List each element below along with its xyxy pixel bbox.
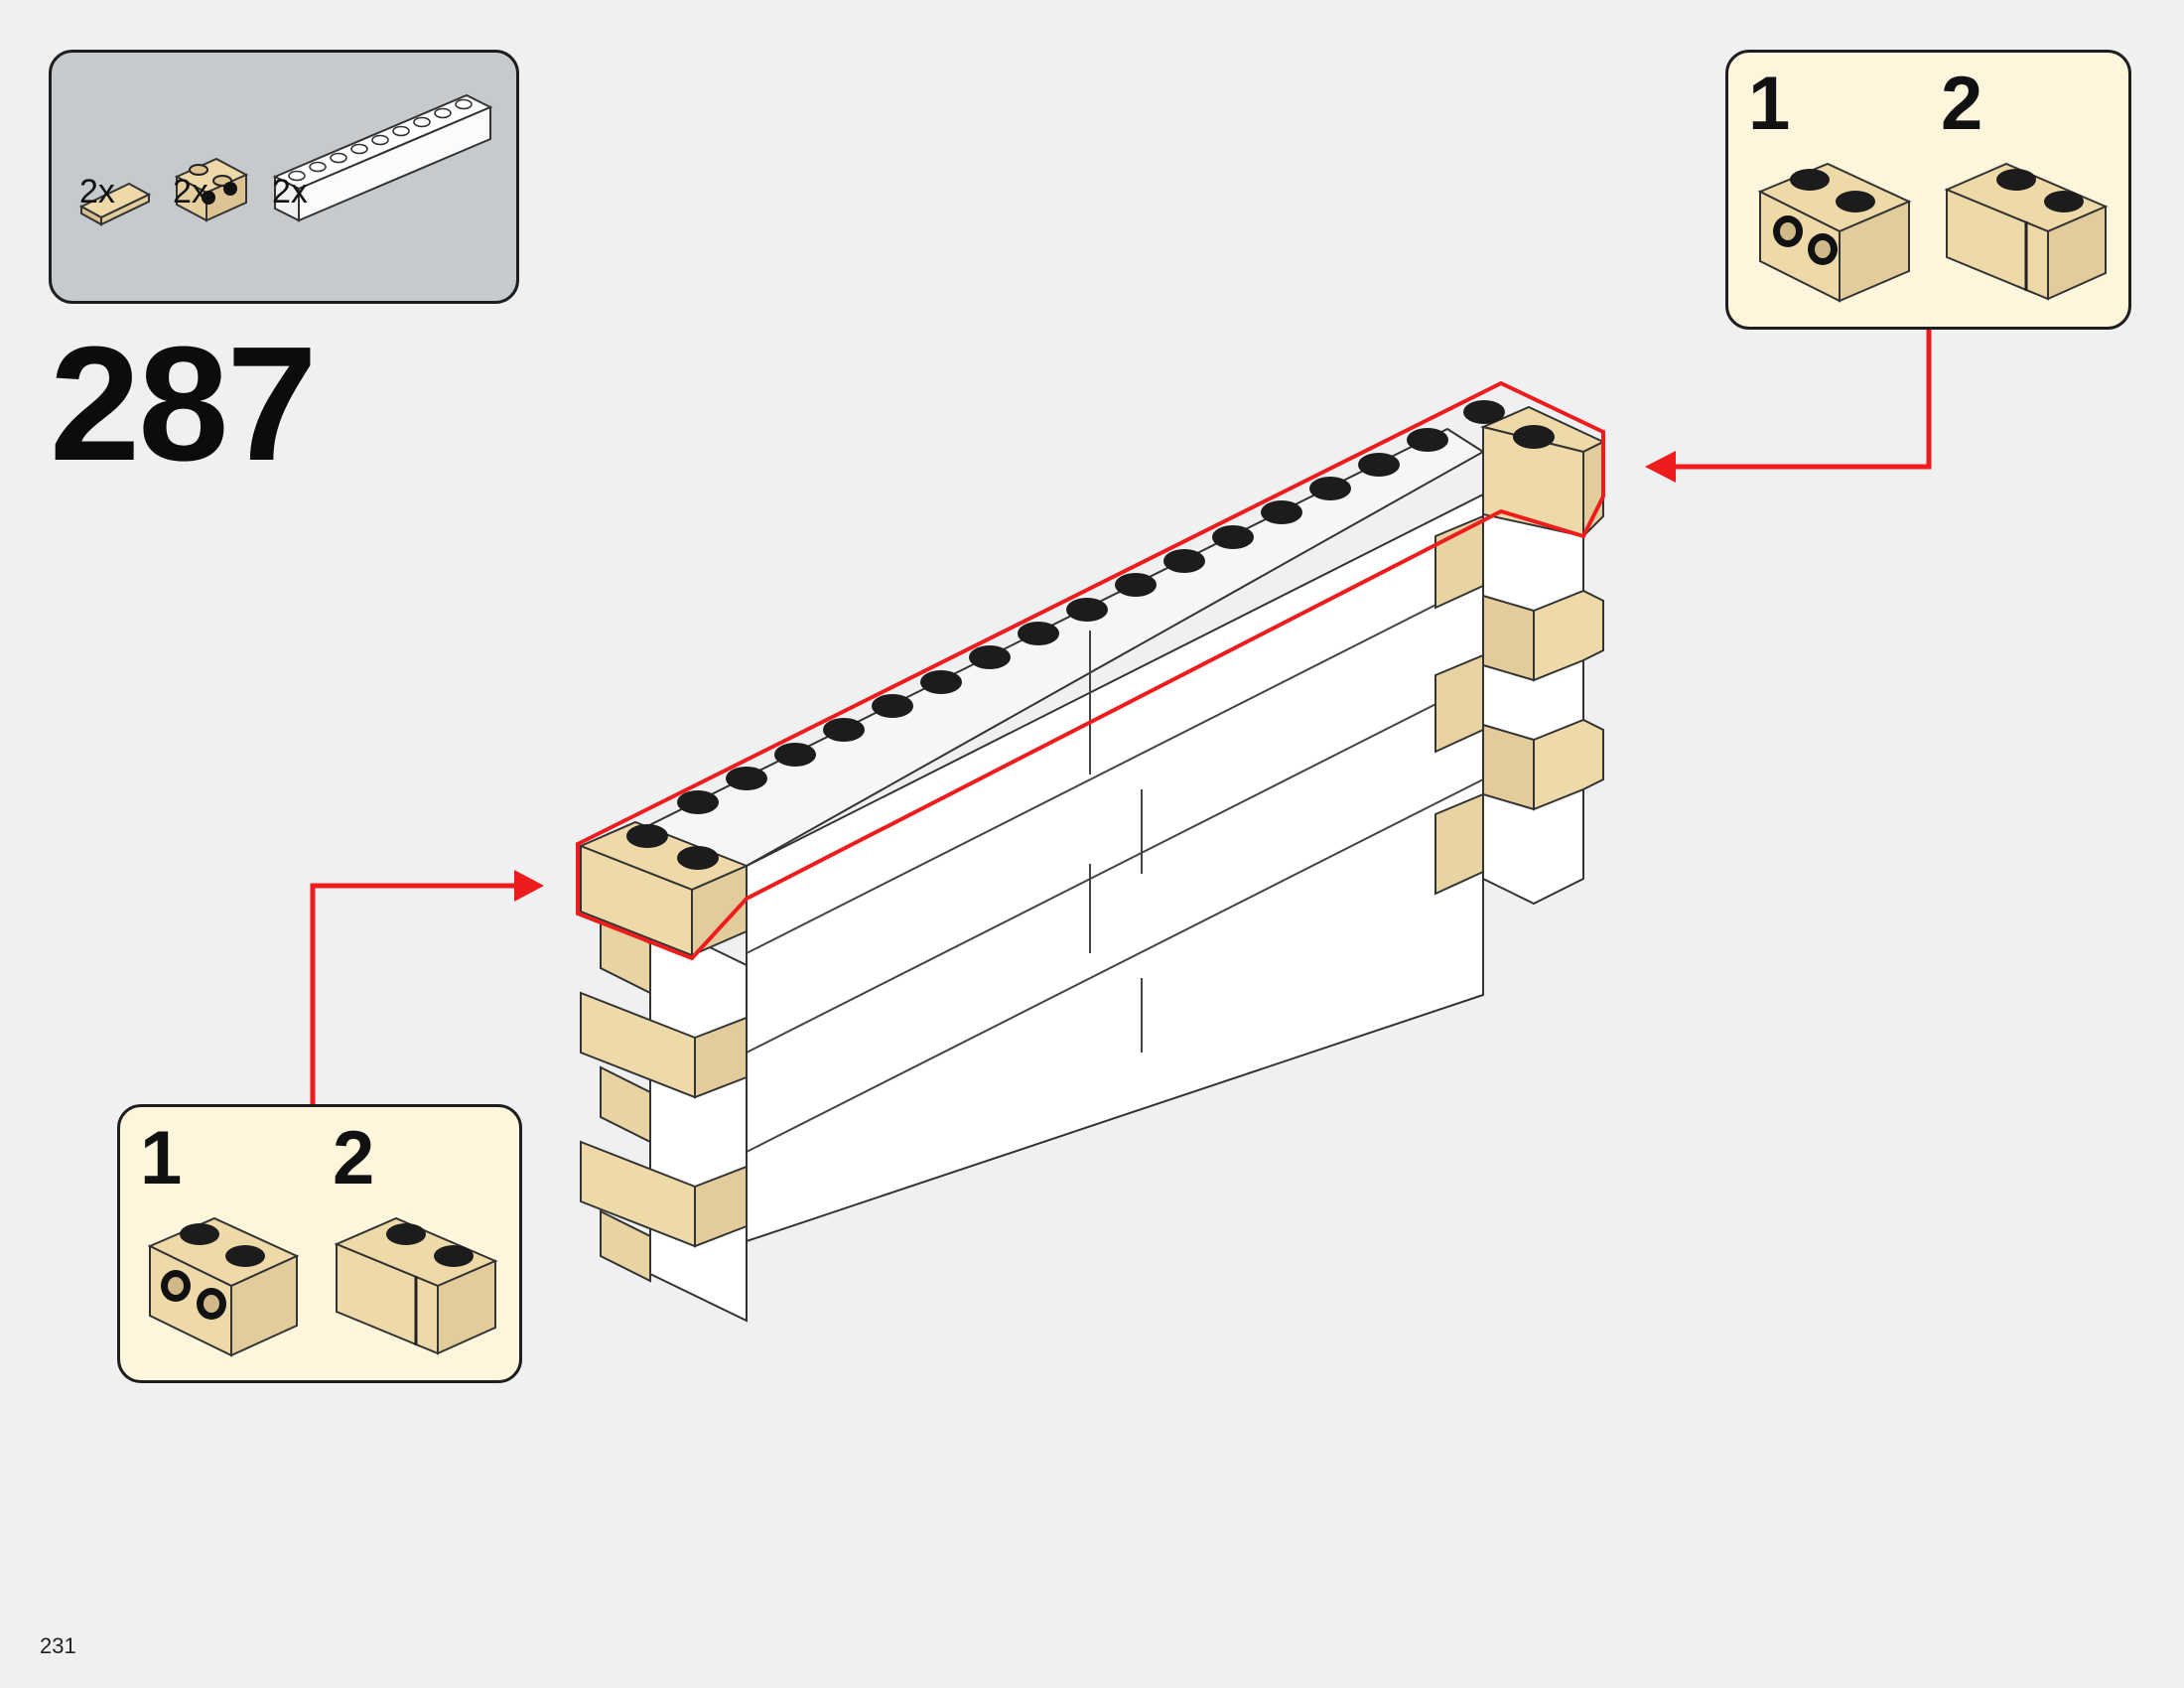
- part-quantity-brick-1x10: 2x: [272, 173, 308, 211]
- sub-assembly-callout-right: 1 2: [1725, 50, 2131, 330]
- page-number: 231: [40, 1633, 76, 1658]
- brick-1x2-icon: [334, 1216, 498, 1355]
- pointer-arrow-left: [310, 870, 544, 1104]
- callout-step-2: 2: [333, 1116, 375, 1200]
- callout-step-2: 2: [1941, 62, 1983, 146]
- new-layer-highlight: [576, 380, 1605, 961]
- brick-1x2-icon: [1944, 162, 2109, 301]
- part-tile-1x2-icon: [78, 182, 152, 226]
- part-quantity-tile: 2x: [79, 173, 115, 211]
- part-brick-1x10-icon: [272, 93, 493, 222]
- right-new-brick: [1463, 400, 1606, 539]
- right-column-tan-pieces: [1434, 514, 1604, 896]
- callout-right-bricks: [1757, 162, 2109, 303]
- step-number: 287: [50, 313, 318, 494]
- part-brick-studs-side-icon: [174, 157, 249, 222]
- callout-step-1: 1: [1748, 62, 1791, 146]
- brick-studs-side-icon: [147, 1216, 300, 1357]
- part-quantity-brick-side: 2x: [173, 173, 208, 211]
- top-studs: [677, 428, 1448, 814]
- sub-assembly-callout-left: 1 2: [117, 1104, 522, 1383]
- pointer-arrow-right: [1645, 330, 1932, 483]
- left-column-tan-pieces: [580, 916, 748, 1283]
- brick-studs-side-icon: [1757, 162, 1912, 303]
- callout-step-1: 1: [140, 1116, 183, 1200]
- callout-left-bricks: [147, 1216, 498, 1357]
- left-new-brick: [578, 820, 750, 957]
- wall-model: [576, 380, 1606, 1323]
